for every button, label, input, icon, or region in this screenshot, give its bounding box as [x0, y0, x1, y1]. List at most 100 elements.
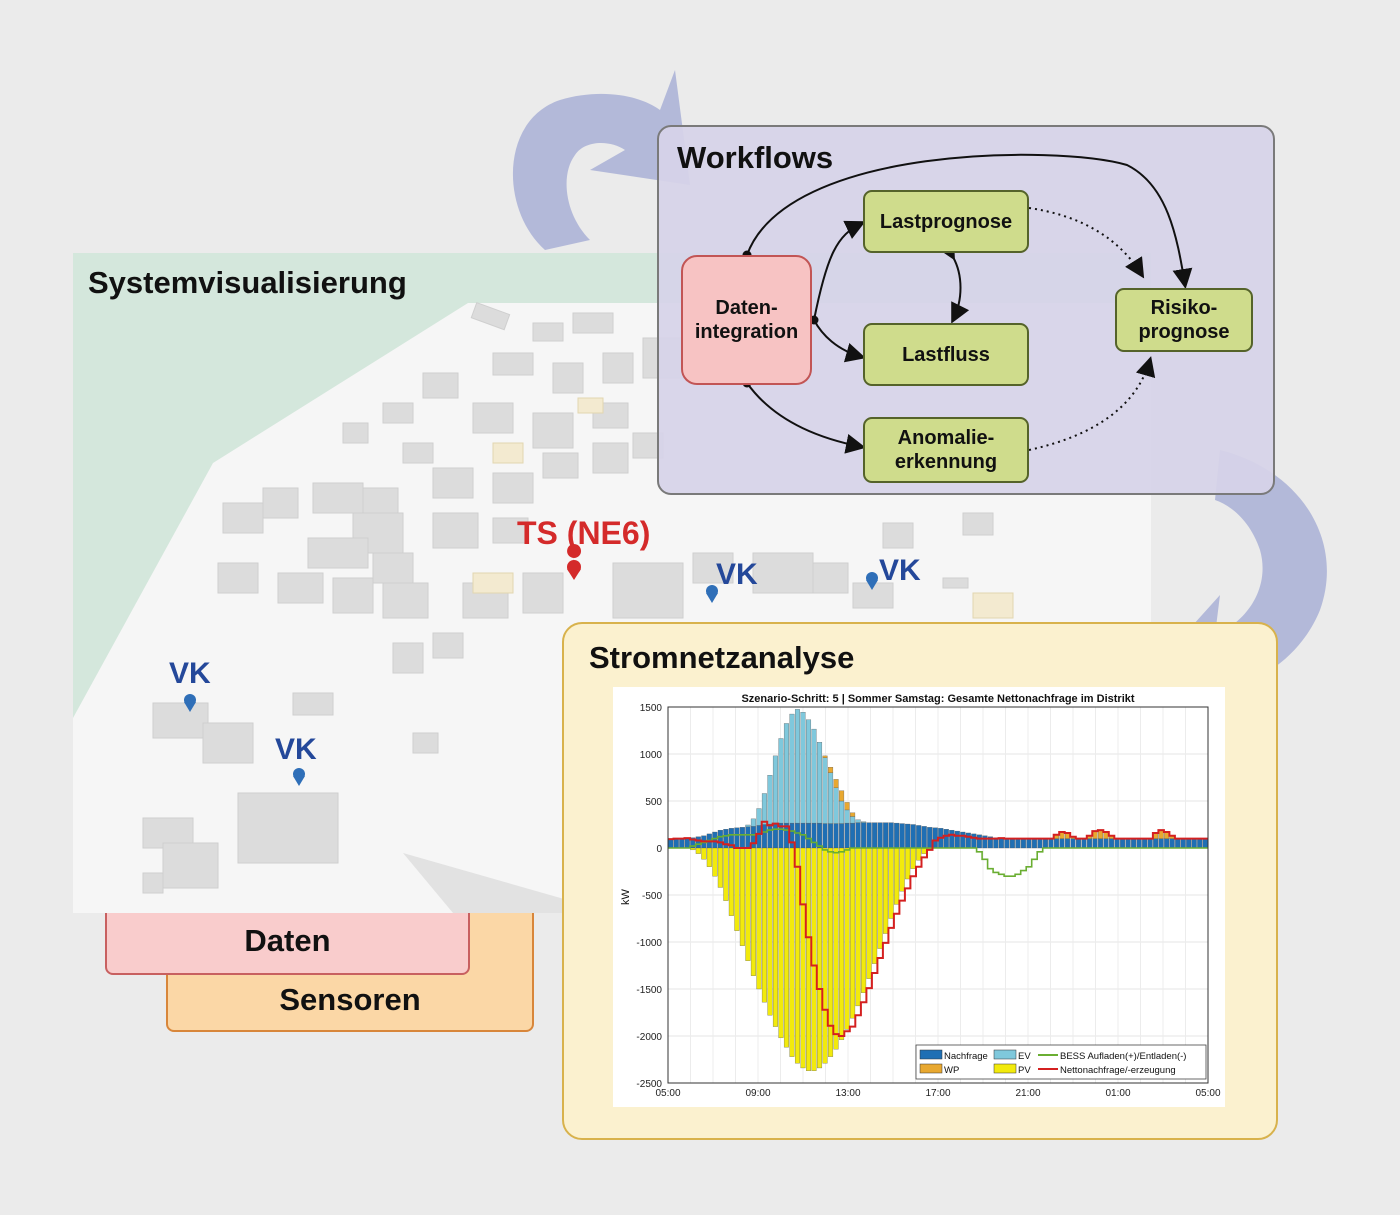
bar-nachfrage	[905, 823, 911, 849]
bar-nachfrage	[910, 824, 916, 849]
bar-pv	[734, 847, 740, 931]
bar-nachfrage	[1120, 838, 1126, 849]
bar-nachfrage	[998, 837, 1004, 849]
x-tick-label: 05:00	[1195, 1088, 1220, 1099]
bar-nachfrage	[932, 827, 938, 849]
bar-pv	[756, 847, 762, 990]
bar-wp	[839, 790, 845, 802]
arrow-integration-to-lastfluss	[813, 319, 866, 363]
bar-nachfrage	[894, 822, 900, 849]
node-lastfluss[interactable]: Lastfluss	[863, 323, 1029, 386]
node-lastprognose[interactable]: Lastprognose	[863, 190, 1029, 253]
plot-area: 150010005000-500-1000-1500-2000-250005:0…	[636, 703, 1221, 1099]
bar-nachfrage	[1153, 838, 1159, 849]
bar-nachfrage	[1015, 838, 1021, 849]
bar-pv	[883, 847, 889, 934]
vk-label: VK	[716, 558, 758, 591]
bar-pv	[828, 847, 834, 1057]
bar-nachfrage	[1202, 838, 1208, 849]
bar-nachfrage	[1059, 838, 1065, 849]
bar-nachfrage	[965, 832, 971, 849]
legend-swatch	[919, 1063, 943, 1074]
bar-nachfrage	[850, 822, 856, 849]
y-axis-label: kW	[620, 888, 632, 905]
bar-nachfrage	[1081, 838, 1087, 849]
bar-nachfrage	[750, 826, 756, 849]
bar-nachfrage	[839, 823, 845, 849]
bar-ev	[761, 793, 767, 825]
legend-swatch	[993, 1049, 1017, 1060]
bar-nachfrage	[717, 829, 723, 849]
ts-pin-icon[interactable]	[567, 544, 582, 578]
line-bess	[668, 828, 1208, 877]
bar-nachfrage	[1142, 838, 1148, 849]
bar-wp	[1158, 829, 1164, 839]
bar-nachfrage	[734, 827, 740, 849]
bar-pv	[789, 847, 795, 1057]
line-netto	[668, 820, 1208, 1037]
bar-nachfrage	[1076, 838, 1082, 849]
bar-pv	[839, 847, 845, 1040]
bar-nachfrage	[789, 822, 795, 849]
bar-nachfrage	[1191, 838, 1197, 849]
node-risiko[interactable]: Risiko- prognose	[1115, 288, 1253, 352]
bar-nachfrage	[888, 822, 894, 849]
bar-nachfrage	[1053, 838, 1059, 849]
bar-ev	[828, 772, 834, 824]
bar-pv	[817, 847, 823, 1069]
bar-wp	[828, 767, 834, 773]
x-tick-label: 01:00	[1105, 1088, 1130, 1099]
bar-nachfrage	[1020, 838, 1026, 849]
bar-ev	[778, 738, 784, 824]
bar-nachfrage	[828, 823, 834, 849]
legend-label: Nettonachfrage/-erzeugung	[1060, 1065, 1176, 1076]
bar-nachfrage	[1164, 838, 1170, 849]
legend-swatch	[993, 1063, 1017, 1074]
system-visualization-title: Systemvisualisierung	[88, 265, 407, 300]
bar-wp	[844, 802, 850, 811]
bar-nachfrage	[684, 837, 690, 849]
bar-nachfrage	[1125, 838, 1131, 849]
arrow-anomalie-to-risiko	[1028, 356, 1156, 451]
y-tick-label: -1000	[636, 938, 662, 949]
bar-nachfrage	[1009, 838, 1015, 849]
bar-nachfrage	[817, 822, 823, 849]
y-tick-label: -500	[642, 891, 662, 902]
legend-label: PV	[1018, 1065, 1031, 1076]
legend-label: WP	[944, 1065, 959, 1076]
bar-ev	[861, 821, 867, 823]
bar-ev	[745, 824, 751, 828]
bar-nachfrage	[772, 823, 778, 849]
bar-nachfrage	[811, 822, 817, 849]
bar-ev	[783, 723, 789, 824]
x-tick-label: 09:00	[745, 1088, 770, 1099]
bar-pv	[767, 847, 773, 1016]
bar-wp	[833, 779, 839, 788]
bar-pv	[761, 847, 767, 1003]
bar-wp	[1164, 831, 1170, 839]
bar-nachfrage	[1136, 838, 1142, 849]
x-tick-label: 13:00	[835, 1088, 860, 1099]
node-data-integration[interactable]: Daten- integration	[681, 255, 812, 385]
bar-ev	[800, 712, 806, 824]
bar-pv	[910, 847, 916, 869]
bar-nachfrage	[1070, 838, 1076, 849]
bar-pv	[877, 847, 883, 949]
bar-pv	[739, 847, 745, 946]
bar-nachfrage	[872, 822, 878, 849]
bar-wp	[850, 812, 856, 817]
bar-nachfrage	[960, 831, 966, 849]
bar-nachfrage	[1158, 838, 1164, 849]
plot-frame	[667, 706, 1209, 1084]
bar-nachfrage	[679, 838, 685, 849]
bar-wp	[822, 755, 828, 758]
bar-nachfrage	[1131, 838, 1137, 849]
bar-pv	[894, 847, 900, 905]
bar-pv	[855, 847, 861, 1007]
bar-nachfrage	[899, 823, 905, 849]
bar-ev	[822, 757, 828, 824]
node-anomalie[interactable]: Anomalie- erkennung	[863, 417, 1029, 483]
bar-nachfrage	[949, 829, 955, 849]
vk-label: VK	[879, 554, 921, 587]
